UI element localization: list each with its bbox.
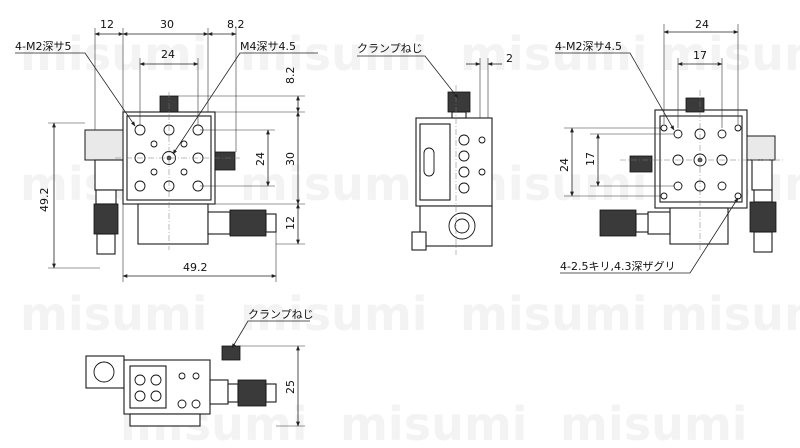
svg-text:misumi: misumi <box>340 397 528 448</box>
dim-top-left: 12 <box>100 18 114 31</box>
clamp-block <box>84 129 124 161</box>
dim-top-right: 8.2 <box>227 18 245 31</box>
side-dim-width: 2 <box>506 52 513 65</box>
dim-left-height: 49.2 <box>38 188 51 213</box>
svg-text:misumi: misumi <box>460 287 648 341</box>
side-hole-pattern <box>458 134 486 194</box>
side-view: クランプねじ 2 <box>357 42 513 255</box>
bottom-micrometer-thimble <box>229 209 267 237</box>
svg-text:misumi: misumi <box>240 287 428 341</box>
callout-mount-taps: 4-M2深サ5 <box>15 40 71 53</box>
bottom-left-knob <box>629 155 653 173</box>
front-view: クランプねじ 25 <box>85 308 314 427</box>
dim-inner-width: 24 <box>161 48 175 61</box>
bottom-lower-stage <box>669 207 729 245</box>
bottom-callout-holes: 4-2.5キリ,4.3深ザグリ <box>560 259 675 273</box>
right-clamp-knob <box>214 151 236 171</box>
dim-right-bottom: 12 <box>284 216 297 230</box>
svg-text:misumi: misumi <box>20 287 208 341</box>
bottom-dim-inner-h: 17 <box>584 152 597 166</box>
bottom-dim-outer-w: 24 <box>695 18 709 31</box>
svg-text:misumi: misumi <box>660 287 800 341</box>
micrometer-cap <box>96 233 116 255</box>
bottom-dim-inner-w: 17 <box>693 49 707 62</box>
front-hole-pattern <box>134 372 201 409</box>
front-clamp-knob <box>221 345 241 361</box>
bottom-micrometer-sleeve <box>207 211 231 235</box>
side-clamp-knob <box>447 91 471 113</box>
dim-right-outer: 30 <box>284 152 297 166</box>
bottom-clamp-block <box>746 135 776 161</box>
front-callout: クランプねじ <box>248 308 314 321</box>
svg-text:misumi: misumi <box>240 27 428 81</box>
dim-right-top: 8.2 <box>284 67 297 85</box>
bottom-view: 4-M2深サ4.5 24 17 24 17 4-2.5キリ,4.3深ザグリ <box>555 18 785 274</box>
bottom-micrometer-thimble-l <box>599 209 637 237</box>
bottom-micrometer-cap <box>265 213 277 233</box>
svg-text:misumi: misumi <box>240 157 428 211</box>
bottom-top-knob <box>685 97 705 113</box>
top-view: 12 30 8.2 24 4-M2深サ5 M4深サ4.5 8.2 24 30 1… <box>15 18 318 282</box>
dim-bottom-width: 49.2 <box>183 261 208 274</box>
svg-text:misumi: misumi <box>20 27 208 81</box>
svg-text:misumi: misumi <box>460 27 648 81</box>
micrometer-sleeve <box>95 189 117 205</box>
bottom-micrometer-thimble-r <box>749 201 777 233</box>
front-dim-height: 25 <box>284 380 297 394</box>
side-slot <box>423 147 435 177</box>
side-callout: クランプねじ <box>357 42 423 55</box>
svg-text:misumi: misumi <box>560 397 748 448</box>
bottom-callout-taps: 4-M2深サ4.5 <box>555 40 622 53</box>
dim-top-center: 30 <box>160 18 174 31</box>
callout-center-tap: M4深サ4.5 <box>240 40 296 53</box>
svg-text:misumi: misumi <box>660 27 800 81</box>
bottom-dim-outer-h: 24 <box>558 158 571 172</box>
clamp-lever <box>94 159 124 191</box>
micrometer-thimble <box>93 203 119 235</box>
front-micrometer-thimble <box>237 379 267 407</box>
lower-stage <box>137 203 209 245</box>
dim-right-inner: 24 <box>254 152 267 166</box>
